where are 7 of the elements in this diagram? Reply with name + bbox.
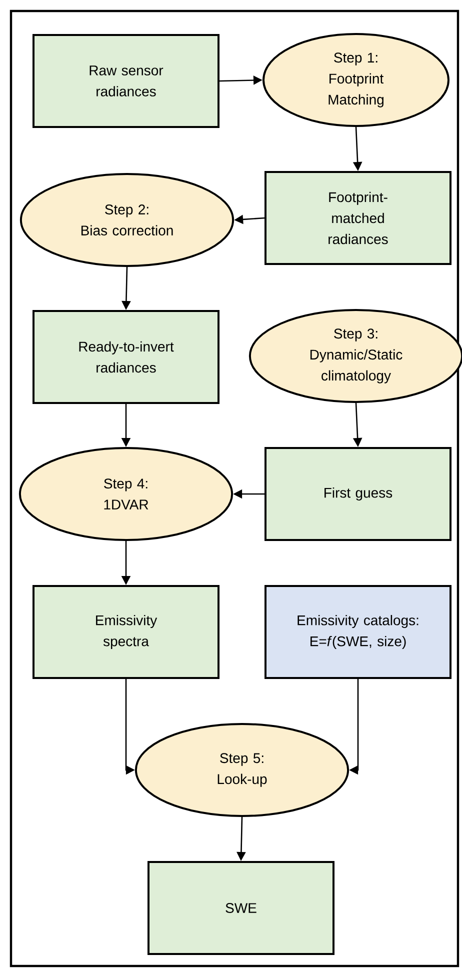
process-box: First guess xyxy=(264,447,452,541)
process-box: SWE xyxy=(148,861,334,955)
process-box: Emissivity spectra xyxy=(32,585,220,679)
process-box: Emissivity catalogs: E=f(SWE, size) xyxy=(264,585,452,679)
process-box: Raw sensor radiances xyxy=(32,34,220,128)
process-box: Footprint-matched radiances xyxy=(264,171,452,265)
process-box: Ready-to-invert radiances xyxy=(32,310,220,404)
